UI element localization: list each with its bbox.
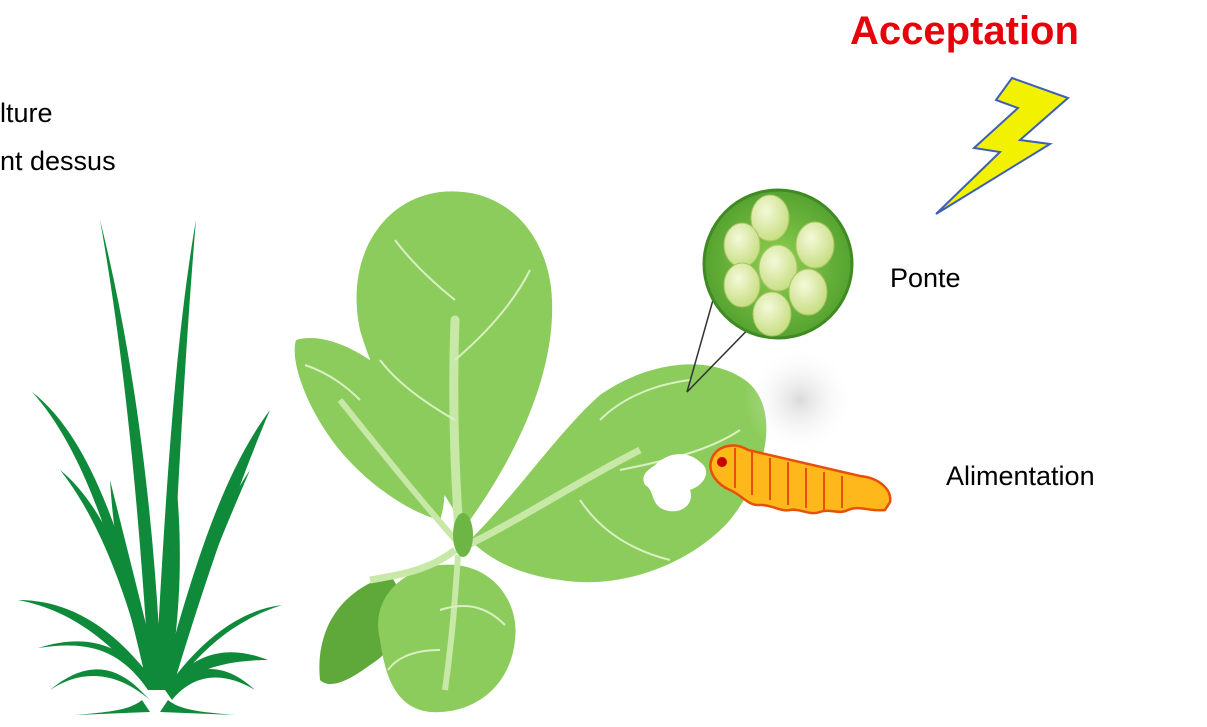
- leaf-shadow: [745, 345, 855, 455]
- egg-cluster-icon: [704, 190, 852, 338]
- grass-plant-icon: [18, 220, 282, 715]
- cabbage-plant-icon: [295, 191, 767, 712]
- lightning-bolt-icon: [936, 78, 1068, 214]
